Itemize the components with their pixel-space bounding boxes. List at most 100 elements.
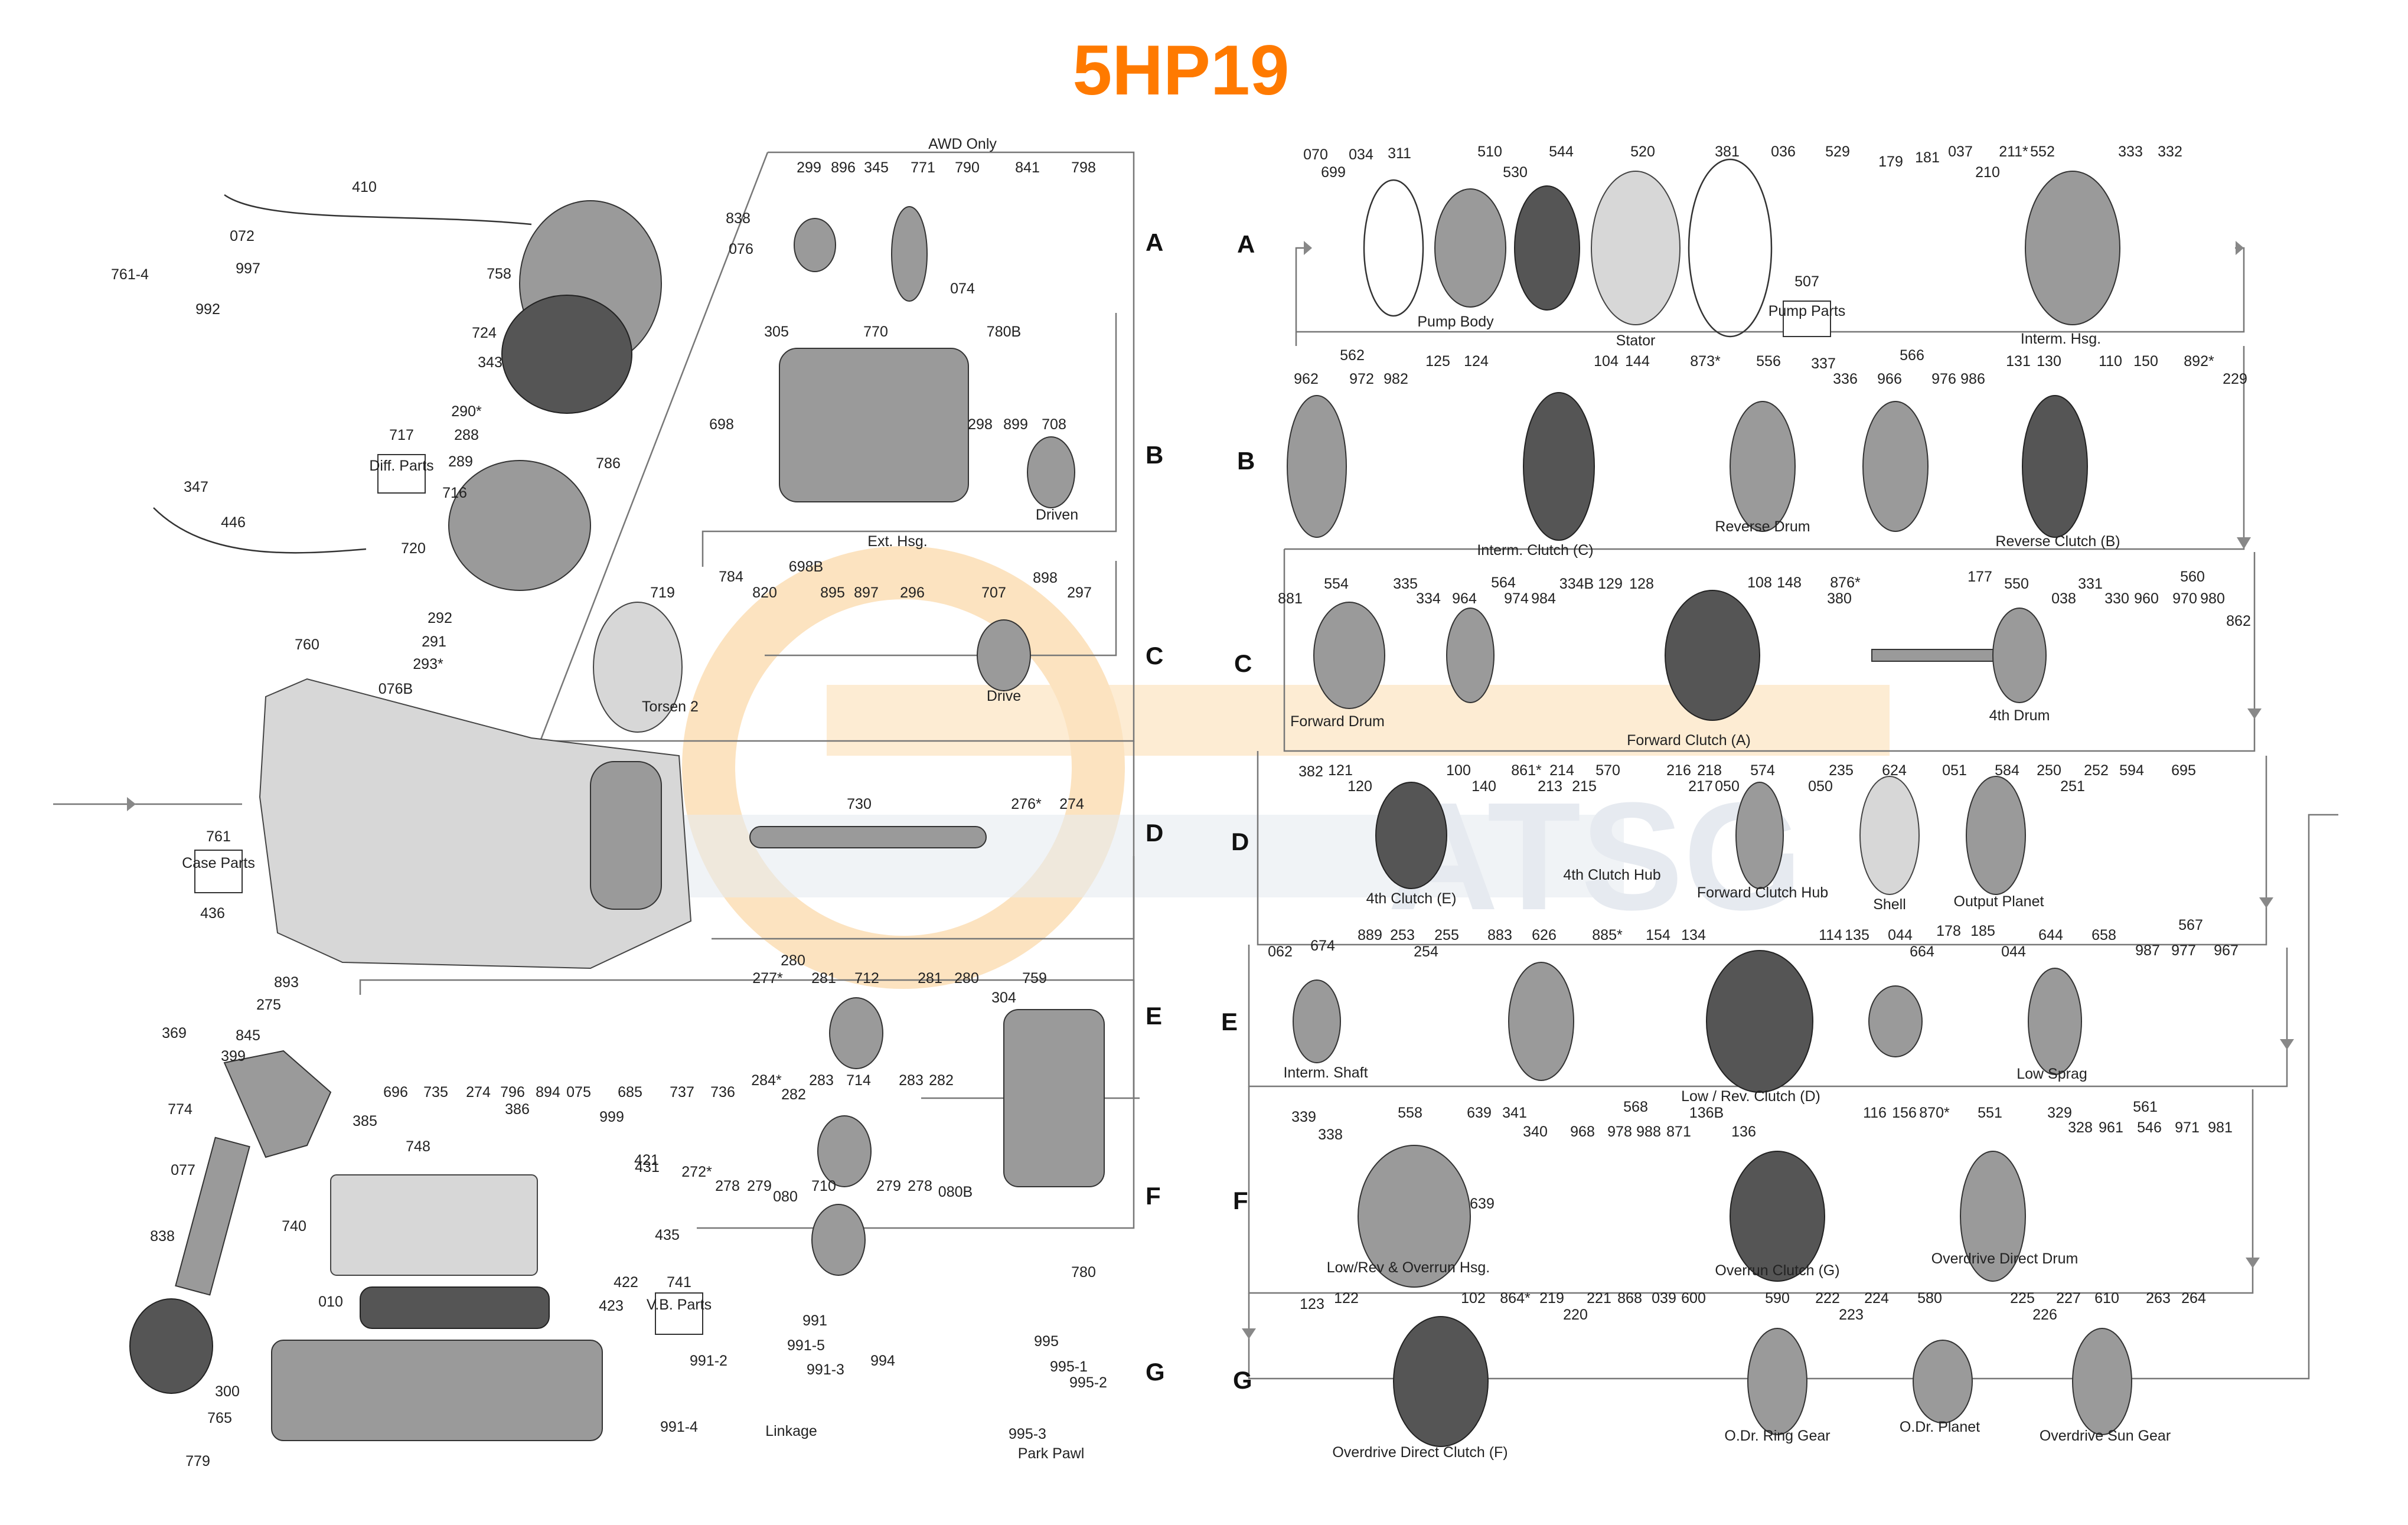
part-number-rd18: 624 (1882, 762, 1907, 779)
part-number-rb6: 124 (1464, 353, 1489, 370)
right-row-f: F (1233, 1187, 1248, 1214)
part-number-rb7: 104 (1594, 353, 1619, 370)
reverse-drum (1730, 401, 1796, 532)
cap-pump-body: Pump Body (1417, 314, 1494, 330)
left-row-c: C (1146, 642, 1163, 670)
part-number-re1: 062 (1268, 943, 1293, 960)
part-number-e18: 284* (751, 1072, 782, 1089)
output-shaft (175, 1137, 250, 1296)
part-number-rf16: 156 (1892, 1105, 1917, 1121)
driven-gear (1027, 436, 1075, 508)
sensor-cable (224, 194, 532, 226)
part-number-rb21: 892* (2184, 353, 2214, 370)
part-number-t12: 288 (454, 427, 479, 443)
part-number-rc3: 335 (1393, 576, 1418, 592)
part-number-rb12: 336 (1833, 371, 1858, 387)
forward-clutch-hub (1735, 782, 1784, 889)
awd-label: AWD Only (928, 136, 997, 152)
diff-box-line1: Diff. Parts (369, 458, 433, 474)
part-number-rb16: 986 (1960, 371, 1985, 387)
part-number-t42: 740 (282, 1218, 306, 1235)
part-number-re18: 044 (2001, 943, 2026, 960)
part-number-a2: 896 (831, 159, 856, 176)
part-number-re10: 154 (1646, 927, 1670, 943)
part-number-e19: 282 (781, 1086, 806, 1103)
part-number-rf17: 870* (1919, 1105, 1950, 1121)
part-number-rc8: 984 (1531, 590, 1556, 607)
part-number-t49: 779 (185, 1453, 210, 1470)
part-number-rg12: 222 (1815, 1290, 1840, 1307)
part-number-re21: 567 (2178, 917, 2203, 933)
part-number-re23: 977 (2171, 942, 2196, 959)
part-number-rg6: 220 (1563, 1307, 1588, 1323)
right-row-d: D (1231, 828, 1249, 855)
part-number-rg1: 123 (1300, 1296, 1324, 1312)
part-number-t14: 786 (596, 455, 621, 472)
part-number-rf12: 871 (1666, 1124, 1691, 1140)
part-number-t4: 761-4 (111, 266, 149, 283)
part-number-rc19: 331 (2078, 576, 2103, 592)
cap-fourth-clutch: 4th Clutch (E) (1366, 890, 1457, 907)
diff-box (377, 454, 426, 494)
part-number-t34: 838 (150, 1228, 175, 1245)
part-number-ra10: 036 (1771, 143, 1796, 160)
part-number-g1: 991 (802, 1312, 827, 1329)
left-assemblies (129, 194, 692, 1441)
part-number-a5: 790 (955, 159, 980, 176)
shell (1859, 776, 1920, 895)
part-number-rf23: 546 (2137, 1119, 2162, 1136)
hub-664 (1868, 985, 1923, 1057)
part-number-ra16: 210 (1975, 164, 2000, 181)
cap-fourth-clutch-hub: 4th Clutch Hub (1563, 867, 1660, 883)
part-number-rg21: 264 (2181, 1290, 2206, 1307)
part-number-rd13: 218 (1697, 762, 1722, 779)
part-number-e2: 280 (781, 952, 805, 969)
part-number-t35: 385 (353, 1113, 377, 1129)
part-number-a17: 719 (650, 584, 675, 601)
part-number-rc25: 862 (2226, 613, 2251, 629)
right-row-b: B (1237, 447, 1255, 475)
part-number-f5: 710 (811, 1178, 836, 1194)
cap-drive: Drive (987, 688, 1021, 704)
part-number-rc1: 881 (1278, 590, 1303, 607)
part-number-g8: 995-1 (1050, 1359, 1088, 1375)
oil-pan (271, 1340, 603, 1441)
clutch-pack-b (2022, 395, 2088, 538)
part-number-re19: 644 (2038, 927, 2063, 943)
part-number-re15: 664 (1910, 943, 1934, 960)
part-number-re5: 254 (1414, 943, 1438, 960)
cap-reverse-clutch: Reverse Clutch (B) (1995, 533, 2120, 550)
part-number-t47: 300 (215, 1383, 240, 1400)
part-number-t48: 765 (207, 1410, 232, 1426)
part-number-e6: 280 (954, 970, 979, 987)
part-number-rf21: 961 (2099, 1119, 2123, 1136)
overdrive-sun-gear (2072, 1328, 2132, 1435)
pump-body (1434, 188, 1506, 308)
part-number-rf8: 568 (1623, 1099, 1648, 1115)
part-number-rd4: 100 (1446, 762, 1471, 779)
clutch-pack-a (1665, 590, 1760, 721)
overdrive-direct-drum (1960, 1151, 2026, 1282)
gear-714 (817, 1115, 872, 1187)
part-number-e12: 796 (500, 1084, 525, 1101)
part-number-e23: 282 (929, 1072, 954, 1089)
part-number-rg13: 223 (1839, 1307, 1864, 1323)
part-number-rb1: 562 (1340, 347, 1365, 364)
part-number-t31: 399 (221, 1048, 246, 1064)
low-rev-overrun-housing (1358, 1145, 1471, 1288)
cap-overdrive-direct-drum: Overdrive Direct Drum (1931, 1250, 2079, 1267)
vb-box (655, 1292, 703, 1335)
part-number-d1: 730 (847, 796, 872, 812)
part-number-rg3: 102 (1461, 1290, 1486, 1307)
stator (1591, 171, 1681, 325)
input-shaft (1871, 649, 2008, 662)
mount-bracket (223, 1050, 332, 1158)
part-number-e13: 894 (536, 1084, 560, 1101)
part-number-rb2: 962 (1294, 371, 1319, 387)
part-number-t27: 369 (162, 1025, 187, 1041)
part-number-g3: 991-2 (690, 1353, 727, 1369)
part-number-d2: 276* (1011, 796, 1042, 812)
part-number-rf7: 639 (1470, 1196, 1495, 1212)
cap-driven: Driven (1036, 507, 1078, 523)
bearing-299 (794, 218, 836, 272)
